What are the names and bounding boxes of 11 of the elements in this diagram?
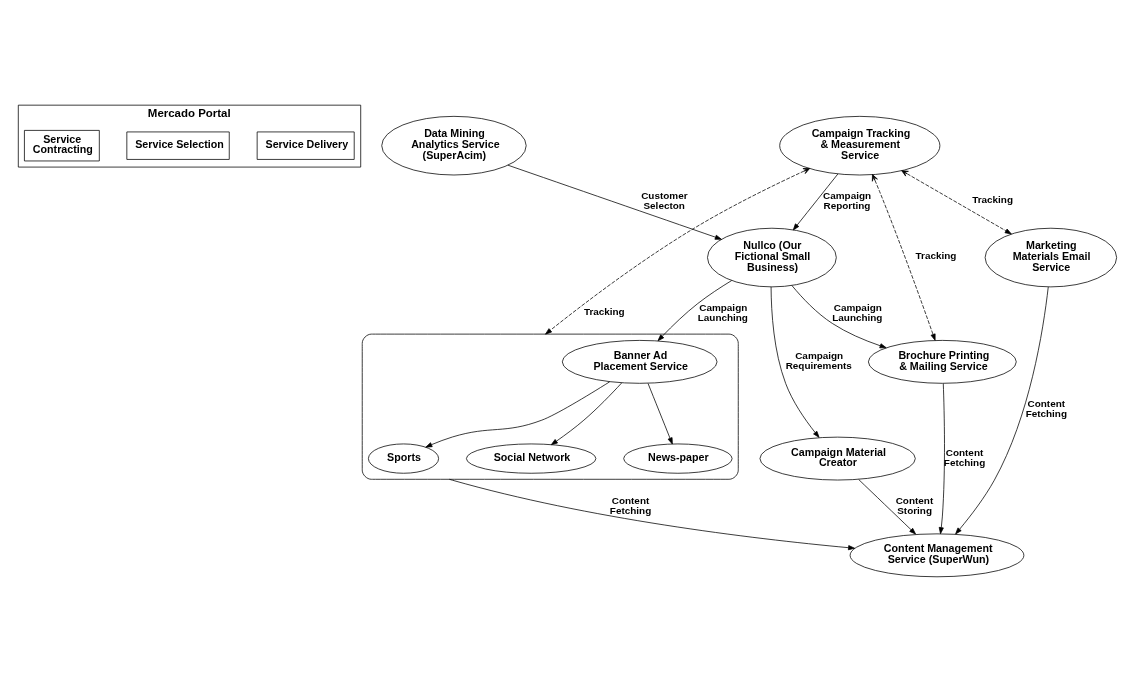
edge-label: Campaign Reporting: [823, 189, 872, 211]
edge-label: Content Fetching: [609, 494, 652, 516]
edge-label: Content Fetching: [1025, 397, 1067, 419]
edge-label: Campaign Launching: [697, 301, 748, 323]
edge-label: Campaign Launching: [832, 301, 883, 323]
edge-label: Content Storing: [895, 494, 934, 516]
edge-label: Customer Selecton: [641, 189, 688, 211]
edge-label: Tracking: [972, 193, 1013, 205]
edge-label: Tracking: [915, 249, 957, 261]
edge-label: Tracking: [583, 305, 625, 317]
edge-label: Campaign Requirements: [785, 349, 852, 371]
